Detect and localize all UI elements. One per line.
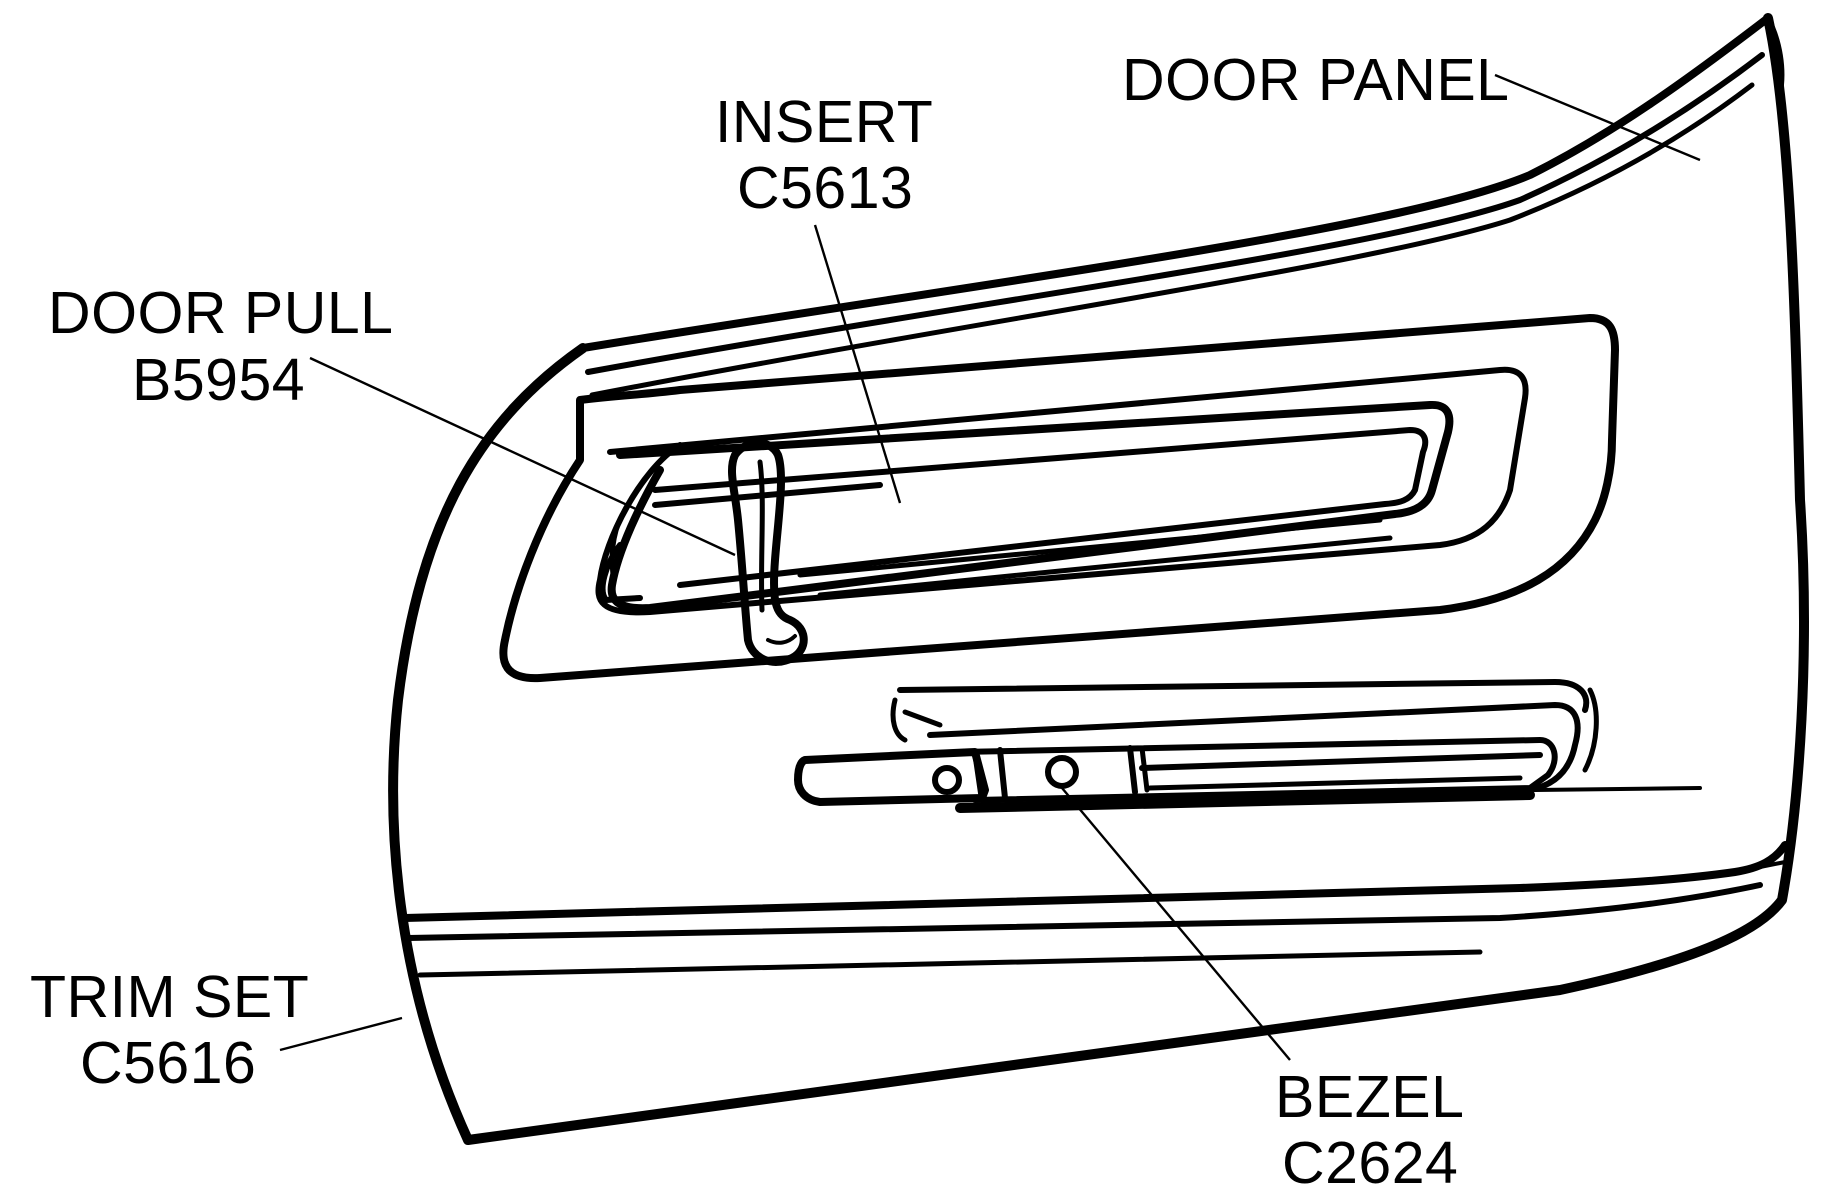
callout-door-pull-part-number: B5954 [132,347,305,413]
door-panel-outline [388,13,1809,1145]
bezel-recess [794,679,1702,813]
callout-trim-set-part-number: C5616 [80,1030,256,1096]
callout-door-pull-name: DOOR PULL [48,280,393,346]
callout-bezel-part-number: C2624 [1282,1130,1458,1196]
leader-lines [279,73,1701,1061]
callout-trim-set: TRIM SET C5616 [30,964,309,1096]
callout-door-panel: DOOR PANEL [1122,47,1510,113]
trim-set-molding [401,841,1789,978]
callout-bezel: BEZEL C2624 [1275,1064,1464,1196]
callout-door-panel-name: DOOR PANEL [1122,47,1510,113]
leader-door-panel [1494,73,1701,162]
callout-insert-part-number: C5613 [737,155,913,221]
door-pull-handle [728,439,808,666]
leader-bezel [1061,787,1291,1061]
callout-door-pull: DOOR PULL B5954 [48,280,393,413]
leader-door-pull [309,356,736,557]
leader-insert [813,224,902,504]
leader-trim-set [279,1016,403,1052]
callout-insert: INSERT C5613 [715,89,933,221]
callout-trim-set-name: TRIM SET [30,964,309,1030]
callout-bezel-name: BEZEL [1275,1064,1464,1130]
armrest-frame [499,314,1619,683]
callout-insert-name: INSERT [715,89,933,155]
